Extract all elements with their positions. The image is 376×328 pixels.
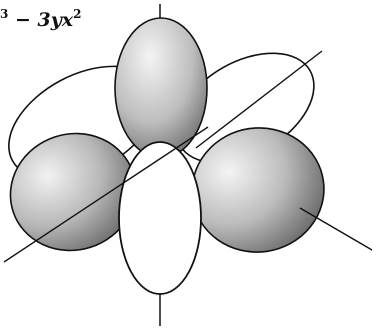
axis-right-back [195,50,323,149]
label-lead-exponent: 3 [0,7,9,21]
label-term-exponent: 2 [73,7,82,21]
label-term: 3yx [37,9,74,31]
orbital-label: 3 − 3yx2 [0,2,81,32]
axis-left-front [3,126,209,263]
label-minus: − [8,9,38,31]
lobe-bottom-center [118,141,202,295]
axis-right-front [299,207,373,251]
